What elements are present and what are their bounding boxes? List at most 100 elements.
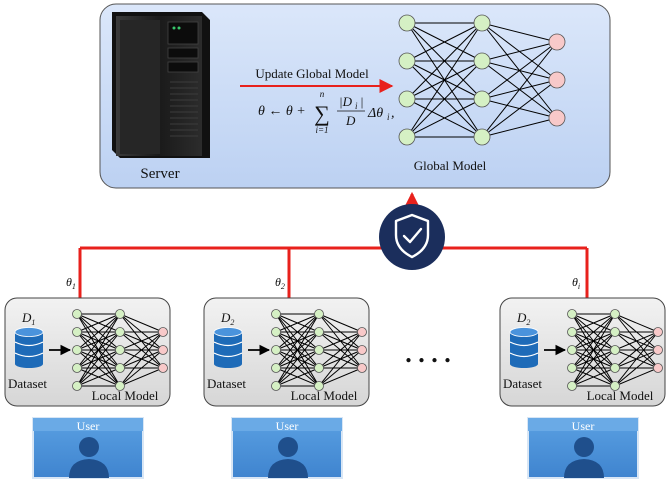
ellipsis-label: . . . . — [405, 339, 451, 368]
local-model-node — [72, 345, 82, 355]
database-icon — [213, 327, 243, 368]
global-model-node — [398, 52, 416, 70]
local-model-connections — [571, 313, 659, 387]
dataset-symbol-label: D2 — [516, 310, 530, 327]
theta-1-label: θ — [66, 275, 72, 289]
global-model-connections — [406, 22, 558, 138]
local-model-output-node — [357, 363, 367, 373]
local-model-node — [610, 345, 620, 355]
database-icon — [509, 327, 539, 368]
local-model-node — [567, 363, 577, 373]
user-icon — [69, 437, 109, 478]
local-model-node — [314, 309, 324, 319]
svg-text:n: n — [320, 89, 325, 99]
local-model-node — [314, 345, 324, 355]
svg-text:∑: ∑ — [314, 101, 330, 126]
svg-text:D: D — [345, 113, 356, 128]
local-model-output-node — [653, 363, 663, 373]
local-model-connections — [275, 313, 363, 387]
user-panel: User — [32, 417, 144, 479]
svg-text:Δθ: Δθ — [367, 106, 383, 121]
dataset-symbol-label: D1 — [21, 310, 35, 327]
local-model-node — [72, 363, 82, 373]
local-model-network — [567, 309, 663, 391]
theta-i-label: θ — [572, 275, 578, 289]
user-icon — [268, 437, 308, 478]
local-model-connections — [76, 313, 164, 387]
local-model-node — [115, 327, 125, 337]
local-model-node — [610, 309, 620, 319]
global-model-node — [473, 52, 491, 70]
user-panel: User — [527, 417, 639, 479]
global-model-node — [473, 128, 491, 146]
local-model-node — [271, 327, 281, 337]
local-model-output-node — [158, 345, 168, 355]
local-model-output-node — [158, 363, 168, 373]
svg-text:|: | — [360, 94, 364, 109]
local-model-label: Local Model — [587, 388, 654, 403]
global-model-node — [398, 128, 416, 146]
user-label: User — [572, 419, 595, 433]
local-model-node — [271, 309, 281, 319]
dataset-symbol-label: D2 — [220, 310, 234, 327]
server-label: Server — [140, 166, 179, 182]
svg-text:,: , — [391, 106, 395, 121]
svg-text:i=1: i=1 — [315, 125, 328, 135]
svg-text:θi: θi — [572, 275, 580, 291]
local-model-node — [610, 327, 620, 337]
theta-2-label: θ — [275, 275, 281, 289]
local-model-output-node — [357, 327, 367, 337]
local-model-node — [115, 345, 125, 355]
database-icon — [14, 327, 44, 368]
shield-check-icon — [379, 204, 445, 270]
local-model-node — [72, 309, 82, 319]
local-model-node — [567, 309, 577, 319]
local-model-node — [271, 345, 281, 355]
dataset-label: Dataset — [503, 376, 542, 391]
svg-text:|D: |D — [339, 94, 353, 109]
local-model-node — [115, 309, 125, 319]
global-model-output-node — [548, 109, 566, 127]
global-model-output-node — [548, 33, 566, 51]
global-model-node — [473, 90, 491, 108]
local-model-label: Local Model — [291, 388, 358, 403]
user-icon — [564, 437, 604, 478]
dataset-label: Dataset — [207, 376, 246, 391]
global-model-output-node — [548, 71, 566, 89]
svg-text:θ ← θ +: θ ← θ + — [258, 104, 306, 119]
local-model-node — [567, 327, 577, 337]
global-model-node — [473, 14, 491, 32]
user-label: User — [276, 419, 299, 433]
local-model-node — [567, 381, 577, 391]
local-model-output-node — [158, 327, 168, 337]
local-model-node — [271, 381, 281, 391]
dataset-label: Dataset — [8, 376, 47, 391]
svg-text:i: i — [355, 101, 358, 111]
connector-tree — [78, 191, 589, 298]
local-model-node — [314, 363, 324, 373]
local-model-output-node — [357, 345, 367, 355]
local-model-output-node — [653, 345, 663, 355]
user-label: User — [77, 419, 100, 433]
local-model-network — [72, 309, 168, 391]
svg-text:θ2: θ2 — [275, 275, 285, 291]
aggregation-formula: θ ← θ + n ∑ i=1 |D i | D Δθ i , — [258, 89, 395, 135]
user-panel: User — [231, 417, 343, 479]
local-model-label: Local Model — [92, 388, 159, 403]
global-model-node — [398, 14, 416, 32]
local-model-output-node — [653, 327, 663, 337]
server-tower-icon — [112, 12, 210, 158]
local-model-node — [314, 327, 324, 337]
update-global-model-label: Update Global Model — [255, 66, 369, 81]
local-model-node — [314, 381, 324, 391]
svg-text:θ1: θ1 — [66, 275, 76, 291]
local-model-node — [72, 327, 82, 337]
local-model-node — [115, 381, 125, 391]
global-model-node — [398, 90, 416, 108]
local-model-node — [610, 381, 620, 391]
